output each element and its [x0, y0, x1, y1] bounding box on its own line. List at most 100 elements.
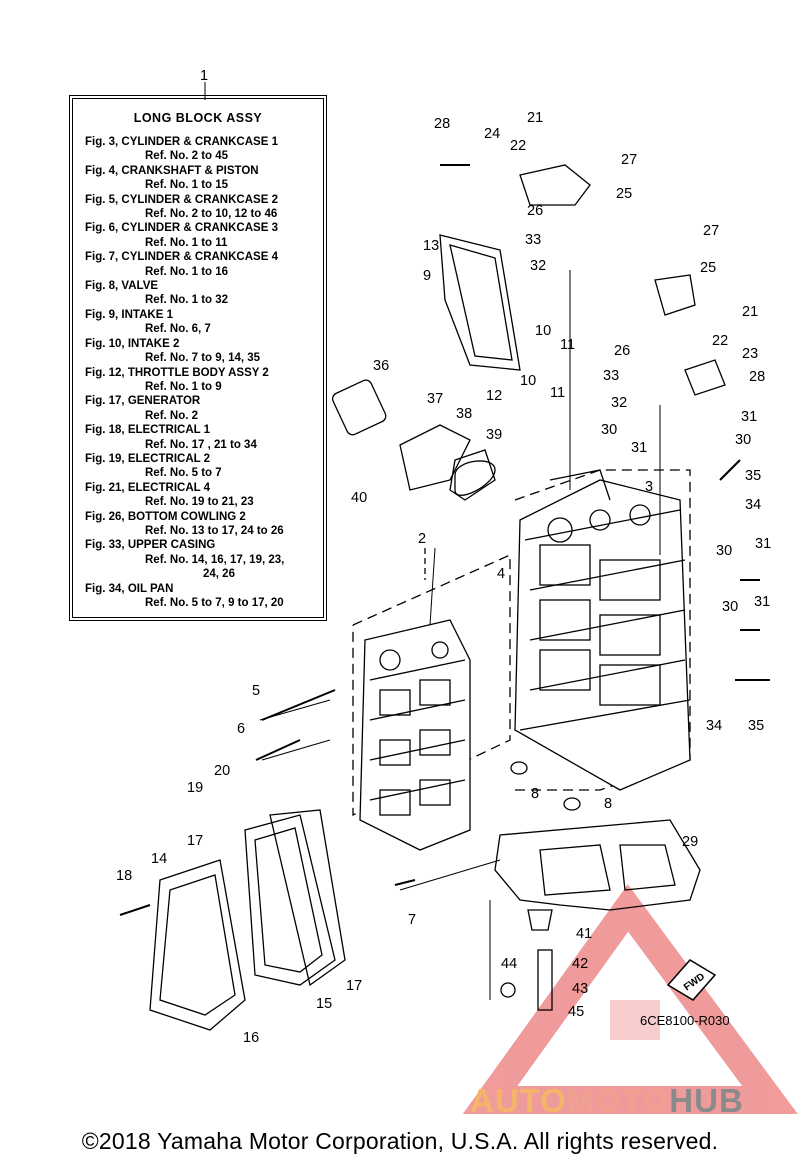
refbox-ref: Ref. No. 7 to 9, 14, 35: [145, 352, 261, 365]
callout-14: 14: [151, 851, 167, 867]
callout-1: 1: [200, 68, 208, 84]
callout-33: 33: [603, 368, 619, 384]
callout-4: 4: [497, 566, 505, 582]
refbox-ref: Ref. No. 5 to 7, 9 to 17, 20: [145, 597, 284, 609]
fwd-arrow-icon: FWD: [666, 959, 717, 1001]
exhaust-cover-icon: [149, 809, 346, 1031]
o-ring-icon: [510, 761, 528, 775]
diagram-code: 6CE8100-R030: [640, 1013, 730, 1028]
callout-35: 35: [748, 718, 764, 734]
callout-10: 10: [535, 323, 551, 339]
callout-27: 27: [621, 152, 637, 168]
callout-31: 31: [755, 536, 771, 552]
callout-24: 24: [484, 126, 500, 142]
callout-27: 27: [703, 223, 719, 239]
o-ring-icon: [500, 982, 516, 998]
callout-15: 15: [316, 996, 332, 1012]
callout-29: 29: [682, 834, 698, 850]
refbox-ref: Ref. No. 17 , 21 to 34: [145, 438, 257, 451]
callout-18: 18: [116, 868, 132, 884]
callout-32: 32: [530, 258, 546, 274]
callout-35: 35: [745, 468, 761, 484]
refbox-ref: Ref. No. 2 to 10, 12 to 46: [145, 208, 278, 221]
cylinder-dash-box: [514, 469, 691, 791]
refbox-ref: Ref. No. 2 to 45: [145, 150, 229, 163]
callout-31: 31: [754, 594, 770, 610]
callout-9: 9: [423, 268, 431, 284]
callout-5: 5: [252, 683, 260, 699]
callout-11: 11: [560, 337, 575, 353]
watermark-text: AUTOMOTOHUB: [470, 1082, 744, 1119]
callout-41: 41: [576, 926, 592, 942]
refbox-ref: Ref. No. 1 to 9: [145, 380, 222, 393]
refbox-ref: Ref. No. 13 to 17, 24 to 26: [145, 524, 284, 537]
intake-cover-icon: [439, 234, 521, 371]
refbox-title: LONG BLOCK ASSY: [133, 111, 263, 125]
bolt-icons: [119, 164, 770, 916]
callout-30: 30: [716, 543, 732, 559]
callout-38: 38: [456, 406, 472, 422]
refbox-ref: Ref. No. 19 to 21, 23: [145, 496, 254, 509]
refbox-ref: Ref. No. 5 to 7: [145, 467, 222, 480]
callout-12: 12: [486, 388, 502, 404]
callout-36: 36: [373, 358, 389, 374]
callout-23: 23: [742, 346, 758, 362]
callout-30: 30: [735, 432, 751, 448]
refbox-fig: Fig. 26, BOTTOM COWLING 2: [85, 510, 246, 523]
callout-numbers: 2345678891010111112131415161717181920212…: [116, 68, 771, 1046]
callout-28: 28: [434, 116, 450, 132]
callout-28: 28: [749, 369, 765, 385]
callout-26: 26: [527, 203, 543, 219]
refbox-ref: Ref. No. 2: [145, 409, 199, 422]
crankcase-icon: [359, 619, 471, 851]
callout-22: 22: [510, 138, 526, 154]
refbox-fig: Fig. 33, UPPER CASING: [85, 539, 216, 552]
callout-3: 3: [645, 479, 653, 495]
refbox-fig: Fig. 17, GENERATOR: [85, 395, 201, 408]
callout-10: 10: [520, 373, 536, 389]
callout-6: 6: [237, 721, 245, 737]
callout-21: 21: [742, 304, 758, 320]
refbox-fig: Fig. 6, CYLINDER & CRANKCASE 3: [85, 222, 278, 235]
refbox-fig: Fig. 7, CYLINDER & CRANKCASE 4: [85, 251, 278, 264]
oil-strainer-icon: [527, 909, 553, 1011]
refbox-fig: Fig. 19, ELECTRICAL 2: [85, 452, 211, 465]
refbox-fig: Fig. 5, CYLINDER & CRANKCASE 2: [85, 193, 278, 206]
callout-20: 20: [214, 763, 230, 779]
seal-icon: [454, 460, 496, 496]
crankcase-dash-box: [352, 553, 511, 817]
refbox-fig: Fig. 12, THROTTLE BODY ASSY 2: [85, 366, 269, 379]
callout-16: 16: [243, 1030, 259, 1046]
callout-34: 34: [706, 718, 722, 734]
refbox-ref: 24, 26: [203, 568, 235, 581]
refbox-ref: Ref. No. 6, 7: [145, 323, 211, 336]
refbox-fig: Fig. 3, CYLINDER & CRANKCASE 1: [85, 136, 278, 148]
long-block-reference-box: LONG BLOCK ASSY Fig. 3, CYLINDER & CRANK…: [69, 95, 327, 621]
callout-22: 22: [712, 333, 728, 349]
callout-8: 8: [604, 796, 612, 812]
callout-30: 30: [601, 422, 617, 438]
copyright-text: ©2018 Yamaha Motor Corporation, U.S.A. A…: [81, 1128, 719, 1154]
refbox-entries: Fig. 3, CYLINDER & CRANKCASE 1 Ref. No. 2…: [85, 135, 317, 610]
o-ring-icon: [563, 797, 581, 811]
refbox-fig: Fig. 8, VALVE: [85, 280, 159, 293]
callout-17: 17: [187, 833, 203, 849]
callout-21: 21: [527, 110, 543, 126]
callout-33: 33: [525, 232, 541, 248]
callout-34: 34: [745, 497, 761, 513]
cylinder-block-icon: [514, 469, 691, 791]
callout-17: 17: [346, 978, 362, 994]
callout-45: 45: [568, 1004, 584, 1020]
refbox-fig: Fig. 18, ELECTRICAL 1: [85, 424, 211, 437]
callout-25: 25: [700, 260, 716, 276]
callout-26: 26: [614, 343, 630, 359]
callout-11: 11: [550, 385, 565, 401]
refbox-ref: Ref. No. 14, 16, 17, 19, 23,: [145, 553, 285, 566]
callout-19: 19: [187, 780, 203, 796]
leader-lines: [204, 82, 661, 1000]
callout-7: 7: [408, 912, 416, 928]
callout-42: 42: [572, 956, 588, 972]
refbox-ref: Ref. No. 1 to 16: [145, 265, 229, 278]
